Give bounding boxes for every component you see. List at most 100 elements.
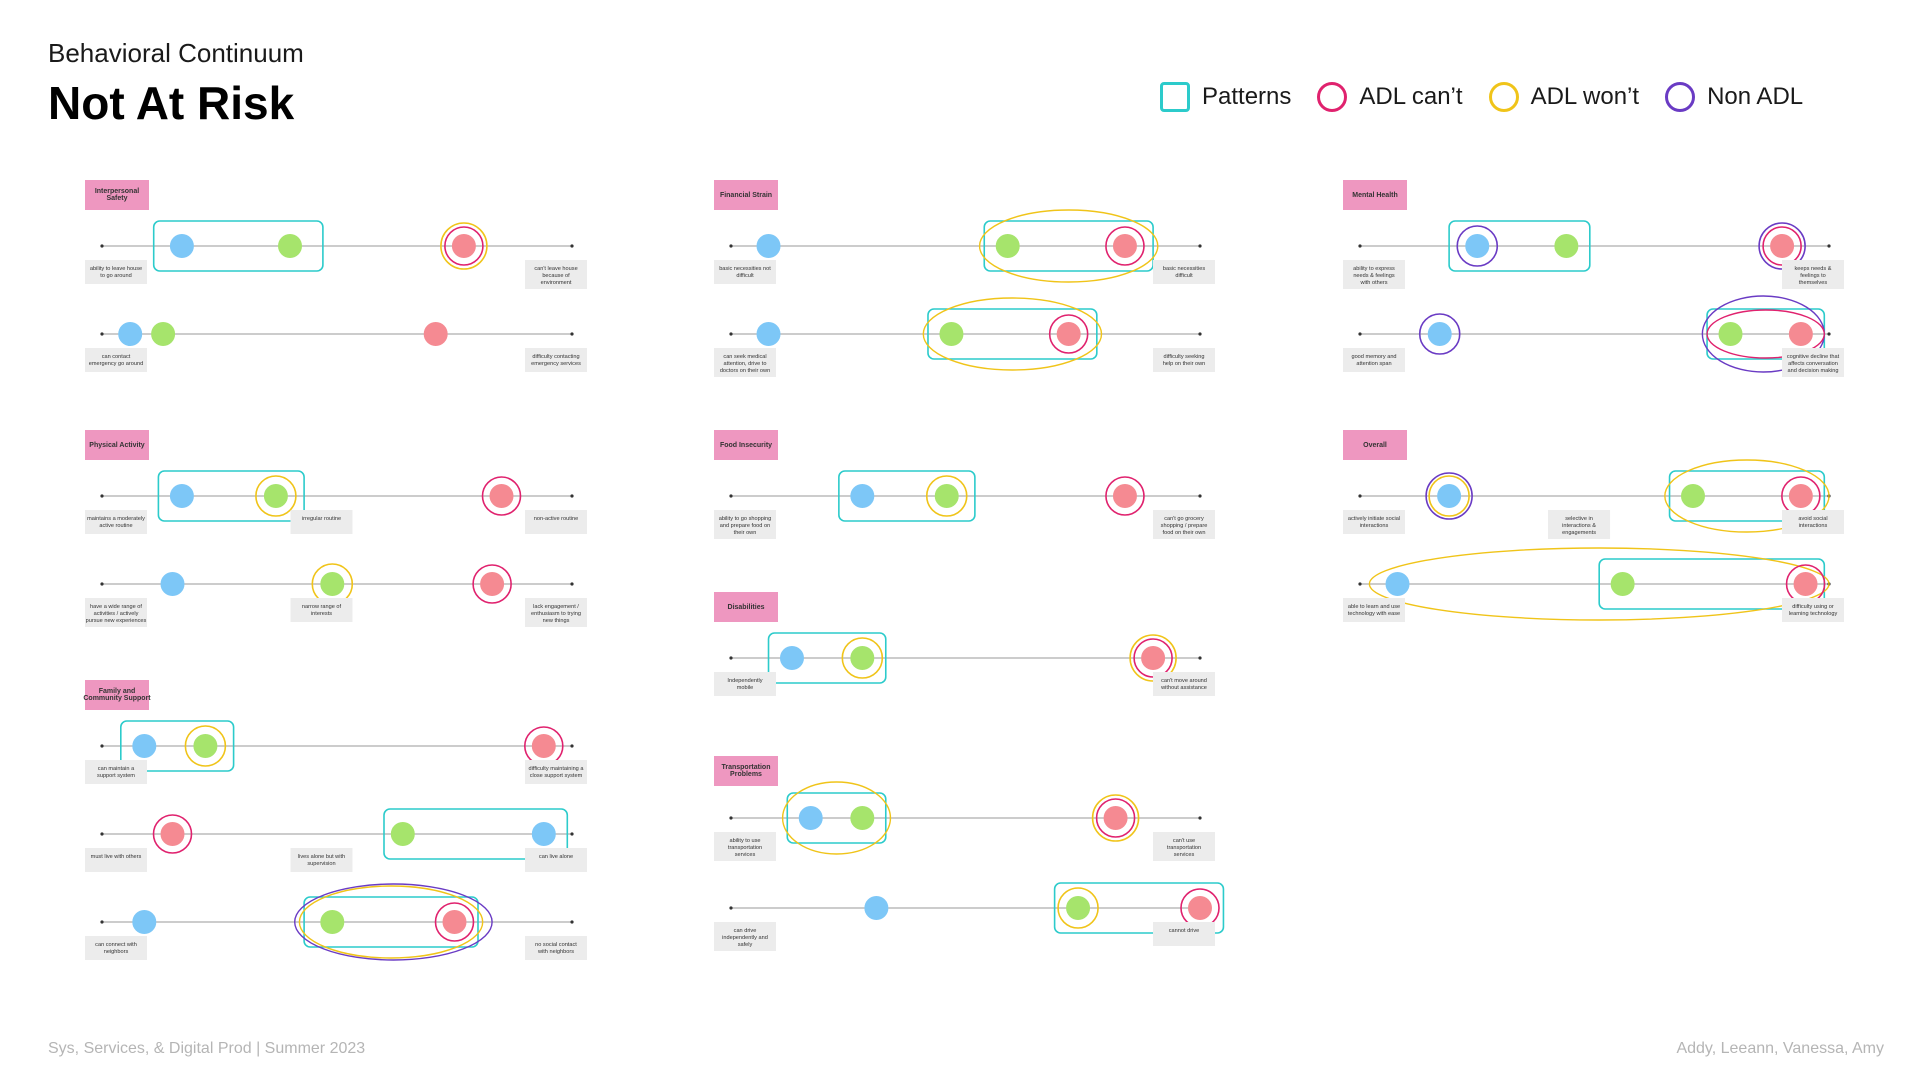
category-label-bg bbox=[85, 180, 149, 210]
category-label: Disabilities bbox=[728, 604, 765, 611]
blue-dot bbox=[118, 322, 143, 346]
right-endpoint-note-bg bbox=[525, 260, 587, 289]
right-endpoint-note-bg bbox=[525, 848, 587, 872]
legend-label-adl-cant: ADL can’t bbox=[1359, 83, 1463, 110]
left-endpoint-note-text: must live with others bbox=[91, 854, 142, 860]
line-end-dot bbox=[1198, 332, 1202, 336]
blue-dot bbox=[169, 484, 194, 508]
category-label-bg bbox=[714, 180, 778, 210]
right-endpoint-note-bg bbox=[1153, 260, 1215, 284]
right-endpoint-note-bg bbox=[525, 348, 587, 372]
line-end-dot bbox=[729, 494, 733, 498]
category-1: Physical Activity bbox=[85, 430, 574, 605]
adl-wont-oval bbox=[781, 781, 892, 855]
page-subtitle: Behavioral Continuum bbox=[48, 38, 304, 68]
middle-note-bg bbox=[290, 598, 353, 622]
left-endpoint-note-bg bbox=[714, 672, 776, 696]
line-end-dot bbox=[1358, 244, 1362, 248]
red-dot bbox=[451, 234, 476, 258]
blue-dot bbox=[169, 234, 194, 258]
line-end-dot bbox=[100, 244, 104, 248]
line-end-dot bbox=[1358, 332, 1362, 336]
red-dot bbox=[489, 484, 514, 508]
adl-wont-oval bbox=[1368, 547, 1830, 621]
continuum-row bbox=[100, 720, 574, 772]
blue-dot bbox=[132, 910, 157, 934]
pattern-box bbox=[152, 220, 324, 272]
continuum-row bbox=[100, 883, 574, 961]
adl-cant-ring bbox=[152, 814, 193, 854]
pattern-box bbox=[927, 308, 1098, 360]
continuum-row bbox=[729, 470, 1202, 522]
category-8: Overall bbox=[1343, 430, 1831, 621]
middle-note-text: irregular routine bbox=[302, 516, 341, 522]
pattern-box bbox=[767, 632, 887, 684]
non-adl-ring bbox=[1418, 313, 1461, 355]
middle-note: irregular routine bbox=[290, 510, 353, 534]
blue-dot bbox=[160, 572, 185, 596]
legend-label-non-adl: Non ADL bbox=[1707, 83, 1804, 110]
adl-wont-ring bbox=[1428, 475, 1470, 517]
left-endpoint-note-bg bbox=[85, 760, 147, 784]
adl-wont-oval bbox=[1664, 459, 1830, 533]
right-endpoint-note-bg bbox=[1782, 260, 1844, 289]
line-end-dot bbox=[100, 582, 104, 586]
continuum-row bbox=[100, 470, 574, 522]
green-dot bbox=[278, 234, 302, 258]
pattern-box bbox=[983, 220, 1154, 272]
pattern-box bbox=[303, 896, 479, 948]
adl-wont-ring bbox=[255, 475, 297, 517]
category-label-bg bbox=[1343, 180, 1407, 210]
right-endpoint-note-text: cannot drive bbox=[1169, 928, 1199, 934]
blue-dot bbox=[798, 806, 823, 830]
line-end-dot bbox=[100, 744, 104, 748]
green-dot bbox=[1718, 322, 1743, 346]
continuum-row bbox=[729, 632, 1202, 684]
blue-dot bbox=[531, 822, 556, 846]
adl-wont-oval bbox=[298, 885, 484, 959]
category-label-bg bbox=[1343, 430, 1407, 460]
category-label: Food Insecurity bbox=[720, 442, 772, 449]
continuum-row bbox=[1358, 295, 1831, 373]
category-label-bg bbox=[85, 430, 149, 460]
red-dot bbox=[1770, 234, 1795, 258]
legend-label-adl-wont: ADL won’t bbox=[1530, 83, 1640, 110]
blue-dot bbox=[756, 322, 781, 346]
legend-label-patterns: Patterns bbox=[1202, 83, 1292, 110]
left-endpoint-note-bg bbox=[85, 260, 147, 284]
right-endpoint-note-bg bbox=[1153, 922, 1215, 946]
line-end-dot bbox=[570, 582, 574, 586]
adl-cant-ring bbox=[472, 564, 512, 604]
pattern-box bbox=[1668, 470, 1826, 522]
adl-wont-ring bbox=[184, 725, 227, 767]
continuum-row bbox=[729, 297, 1202, 371]
green-dot bbox=[1680, 484, 1705, 508]
line-end-dot bbox=[729, 816, 733, 820]
green-dot bbox=[1554, 234, 1579, 258]
red-dot bbox=[442, 910, 467, 934]
legend-item-adl-cant: ADL can’t bbox=[1317, 82, 1463, 112]
legend-item-adl-wont: ADL won’t bbox=[1488, 82, 1640, 112]
right-endpoint-note-bg bbox=[1153, 510, 1215, 539]
left-endpoint-note-bg bbox=[85, 348, 147, 372]
